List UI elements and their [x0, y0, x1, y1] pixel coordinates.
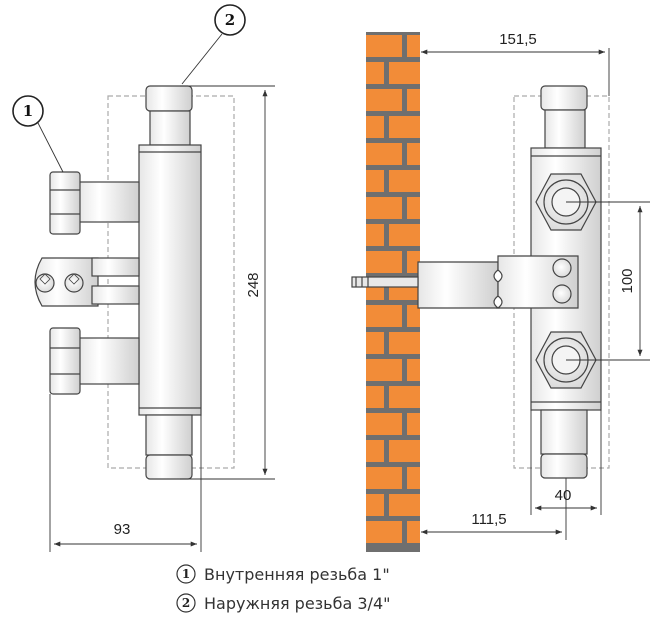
brick: [366, 170, 384, 192]
right-top-nut: [544, 109, 586, 149]
bracket-arm-lower: [91, 285, 140, 305]
depth-dimension-label: 40: [555, 487, 572, 504]
right-top-fitting: [540, 85, 588, 111]
brick: [407, 413, 420, 435]
brick: [407, 251, 420, 273]
left-side-view: [34, 85, 235, 480]
legend-text-2: Наружняя резьба 3/4": [204, 594, 390, 613]
top-fitting: [145, 85, 193, 112]
brick: [366, 62, 384, 84]
bottom-fitting: [145, 454, 193, 480]
wall-anchor: [351, 276, 419, 288]
brick: [407, 467, 420, 489]
lower-side-pipe: [77, 337, 140, 385]
brick: [366, 197, 402, 219]
brick: [366, 467, 402, 489]
brick: [366, 521, 402, 543]
right-bolt-lower: [552, 284, 572, 304]
brick: [366, 116, 384, 138]
brick: [389, 116, 420, 138]
right-dimensions: [421, 48, 650, 540]
bracket-bolt-left: [35, 273, 55, 293]
brick: [407, 305, 420, 327]
brick: [366, 440, 384, 462]
brick: [407, 89, 420, 111]
brick: [407, 521, 420, 543]
brick: [389, 62, 420, 84]
brick: [407, 143, 420, 165]
brick: [366, 305, 402, 327]
brick: [389, 332, 420, 354]
brick-wall: [366, 32, 420, 552]
brick: [366, 494, 384, 516]
brick: [366, 251, 402, 273]
svg-text:2: 2: [225, 11, 235, 29]
brick: [389, 386, 420, 408]
upper-side-pipe: [77, 181, 140, 223]
bottom-wall-dimension-label: 111,5: [471, 511, 506, 528]
brick: [366, 143, 402, 165]
brick: [389, 440, 420, 462]
legend: 1 Внутренняя резьба 1" 2 Наружняя резьба…: [176, 564, 390, 613]
brick: [389, 170, 420, 192]
bottom-nut: [145, 414, 193, 456]
brick: [366, 224, 384, 246]
lower-side-nut: [49, 327, 81, 395]
right-bolt-upper: [552, 258, 572, 278]
manifold-body: [138, 144, 202, 416]
brick: [407, 35, 420, 57]
brick: [366, 35, 402, 57]
brick: [389, 224, 420, 246]
brick: [407, 197, 420, 219]
right-bottom-fitting: [540, 453, 588, 479]
left-dimensions: [37, 33, 275, 552]
bracket-arm-upper: [91, 257, 140, 277]
brick: [366, 413, 402, 435]
brick: [366, 332, 384, 354]
brick: [407, 359, 420, 381]
height-dimension-label: 248: [245, 272, 262, 297]
legend-item-1: 1 Внутренняя резьба 1": [176, 564, 390, 584]
svg-text:2: 2: [182, 596, 190, 610]
right-bracket-plate: [417, 261, 500, 309]
right-bottom-nut: [540, 409, 588, 455]
spacing-dimension-label: 100: [619, 268, 636, 293]
callout-2: 2: [214, 4, 246, 36]
legend-item-2: 2 Наружняя резьба 3/4": [176, 593, 390, 613]
callout-1: 1: [12, 95, 44, 127]
brick: [389, 494, 420, 516]
svg-text:1: 1: [23, 102, 33, 120]
brick: [366, 89, 402, 111]
bracket-bolt-right: [64, 273, 84, 293]
top-wall-dimension-label: 151,5: [499, 31, 537, 48]
brick: [366, 359, 402, 381]
brick: [366, 386, 384, 408]
width-dimension-label: 93: [114, 521, 131, 538]
top-nut: [149, 110, 191, 146]
upper-side-nut: [49, 171, 81, 235]
legend-text-1: Внутренняя резьба 1": [204, 565, 390, 584]
svg-text:1: 1: [182, 567, 190, 581]
